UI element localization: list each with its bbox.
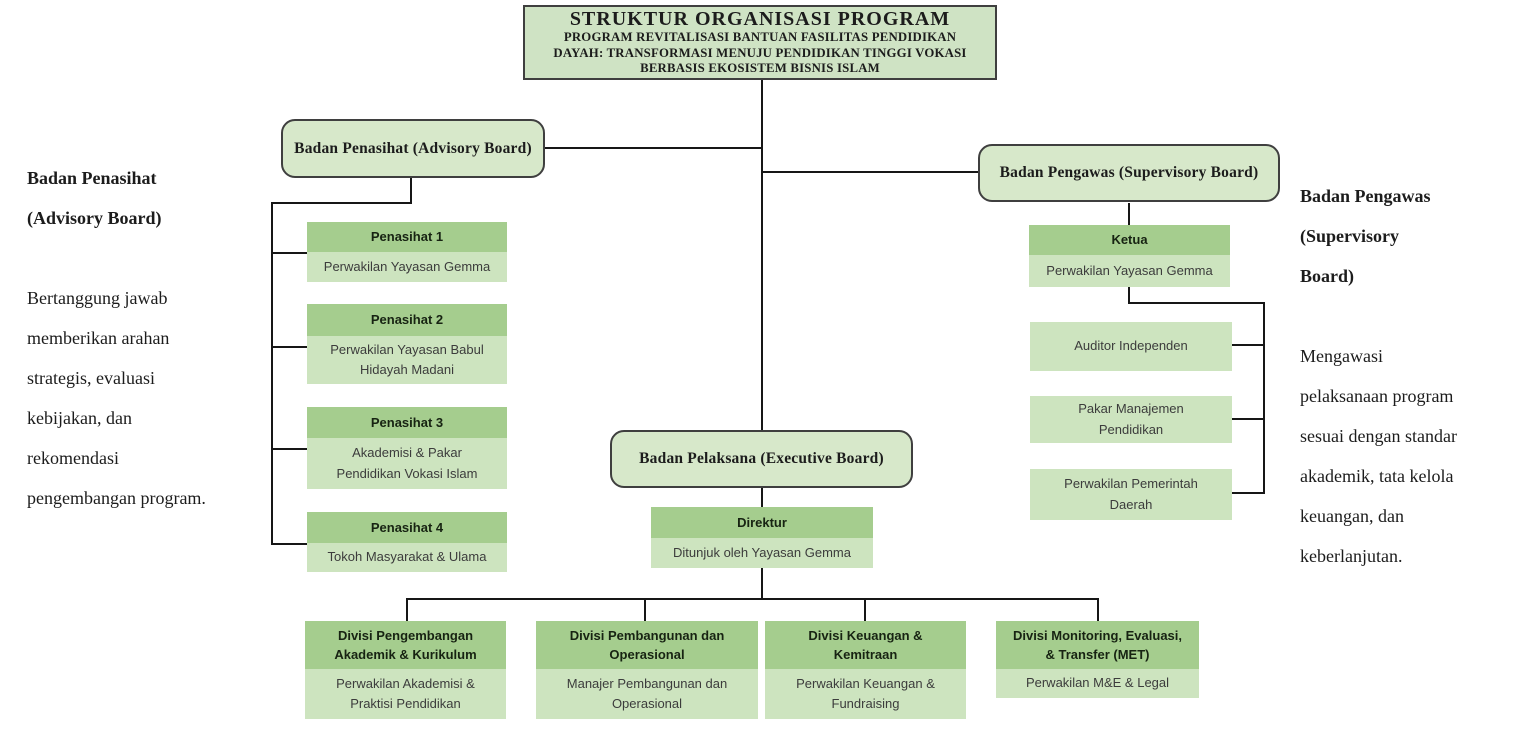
connector-ketua-drop — [1128, 287, 1130, 304]
connector-members-spine — [1263, 302, 1265, 494]
division-1-title: Divisi Pengembangan Akademik & Kurikulum — [305, 621, 506, 669]
connector-division1-drop — [406, 598, 408, 622]
connector-supervisory-to-ketua — [1128, 203, 1130, 225]
advisor-3-subtitle: Akademisi & Pakar Pendidikan Vokasi Isla… — [307, 438, 507, 489]
division-2-subtitle: Manajer Pembangunan dan Operasional — [536, 669, 758, 719]
advisor-4-title: Penasihat 4 — [307, 512, 507, 543]
connector-division4-drop — [1097, 598, 1099, 622]
supervisory-note: Badan Pengawas (Supervisory Board) Menga… — [1300, 136, 1505, 616]
advisor-2-title: Penasihat 2 — [307, 304, 507, 336]
advisory-note: Badan Penasihat (Advisory Board) Bertang… — [27, 118, 267, 558]
advisory-note-body: Bertanggung jawab memberikan arahan stra… — [27, 288, 206, 508]
connector-ketua-elbow — [1128, 302, 1265, 304]
supervisory-note-heading: Badan Pengawas (Supervisory Board) — [1300, 186, 1431, 286]
division-3-subtitle: Perwakilan Keuangan & Fundraising — [765, 669, 966, 719]
connector-advisor2-branch — [271, 346, 307, 348]
division-1-subtitle: Perwakilan Akademisi & Praktisi Pendidik… — [305, 669, 506, 719]
connector-advisory-horizontal — [545, 147, 763, 149]
chart-title: STRUKTUR ORGANISASI PROGRAM — [569, 8, 951, 31]
supervisory-note-body: Mengawasi pelaksanaan program sesuai den… — [1300, 346, 1457, 566]
division-4-node: Divisi Monitoring, Evaluasi, & Transfer … — [996, 621, 1199, 698]
advisor-3-node: Penasihat 3 Akademisi & Pakar Pendidikan… — [307, 407, 507, 489]
connector-supervisory-horizontal — [762, 171, 978, 173]
chart-title-box: STRUKTUR ORGANISASI PROGRAM PROGRAM REVI… — [523, 5, 997, 80]
advisor-4-node: Penasihat 4 Tokoh Masyarakat & Ulama — [307, 512, 507, 572]
connector-title-to-executive — [761, 80, 763, 430]
connector-auditor-branch — [1232, 344, 1263, 346]
connector-direktur-drop — [761, 568, 763, 600]
connector-pemerintah-branch — [1232, 492, 1263, 494]
advisor-4-subtitle: Tokoh Masyarakat & Ulama — [307, 543, 507, 572]
division-3-node: Divisi Keuangan & Kemitraan Perwakilan K… — [765, 621, 966, 719]
connector-advisor1-branch — [271, 252, 307, 254]
chart-subtitle-line1: PROGRAM REVITALISASI BANTUAN FASILITAS P… — [563, 30, 957, 45]
advisor-3-title: Penasihat 3 — [307, 407, 507, 438]
chart-subtitle-line2: DAYAH: TRANSFORMASI MENUJU PENDIDIKAN TI… — [553, 45, 967, 60]
connector-executive-to-direktur — [761, 488, 763, 508]
supervisory-member-pemerintah: Perwakilan Pemerintah Daerah — [1030, 469, 1232, 520]
advisor-2-subtitle: Perwakilan Yayasan Babul Hidayah Madani — [307, 336, 507, 384]
connector-advisor4-branch — [271, 543, 307, 545]
direktur-node: Direktur Ditunjuk oleh Yayasan Gemma — [651, 507, 873, 568]
division-4-subtitle: Perwakilan M&E & Legal — [996, 669, 1199, 698]
executive-board-node: Badan Pelaksana (Executive Board) — [610, 430, 913, 488]
ketua-subtitle: Perwakilan Yayasan Gemma — [1029, 255, 1230, 287]
division-2-node: Divisi Pembangunan dan Operasional Manaj… — [536, 621, 758, 719]
division-3-title: Divisi Keuangan & Kemitraan — [765, 621, 966, 669]
supervisory-member-auditor: Auditor Independen — [1030, 322, 1232, 371]
supervisory-member-pakar: Pakar Manajemen Pendidikan — [1030, 396, 1232, 443]
ketua-title: Ketua — [1029, 225, 1230, 255]
ketua-node: Ketua Perwakilan Yayasan Gemma — [1029, 225, 1230, 287]
direktur-title: Direktur — [651, 507, 873, 538]
advisory-board-node: Badan Penasihat (Advisory Board) — [281, 119, 545, 178]
supervisory-board-node: Badan Pengawas (Supervisory Board) — [978, 144, 1280, 202]
advisory-note-heading: Badan Penasihat (Advisory Board) — [27, 168, 162, 228]
connector-advisory-drop — [410, 178, 412, 204]
division-1-node: Divisi Pengembangan Akademik & Kurikulum… — [305, 621, 506, 719]
advisor-1-title: Penasihat 1 — [307, 222, 507, 252]
connector-advisors-spine — [271, 202, 273, 545]
advisor-1-subtitle: Perwakilan Yayasan Gemma — [307, 252, 507, 282]
connector-advisory-elbow — [271, 202, 412, 204]
division-4-title: Divisi Monitoring, Evaluasi, & Transfer … — [996, 621, 1199, 669]
direktur-subtitle: Ditunjuk oleh Yayasan Gemma — [651, 538, 873, 568]
advisor-1-node: Penasihat 1 Perwakilan Yayasan Gemma — [307, 222, 507, 282]
connector-division3-drop — [864, 598, 866, 622]
division-2-title: Divisi Pembangunan dan Operasional — [536, 621, 758, 669]
connector-division2-drop — [644, 598, 646, 622]
chart-subtitle-line3: BERBASIS EKOSISTEM BISNIS ISLAM — [640, 61, 880, 76]
connector-advisor3-branch — [271, 448, 307, 450]
connector-divisions-rail — [406, 598, 1099, 600]
advisor-2-node: Penasihat 2 Perwakilan Yayasan Babul Hid… — [307, 304, 507, 384]
connector-pakar-branch — [1232, 418, 1263, 420]
